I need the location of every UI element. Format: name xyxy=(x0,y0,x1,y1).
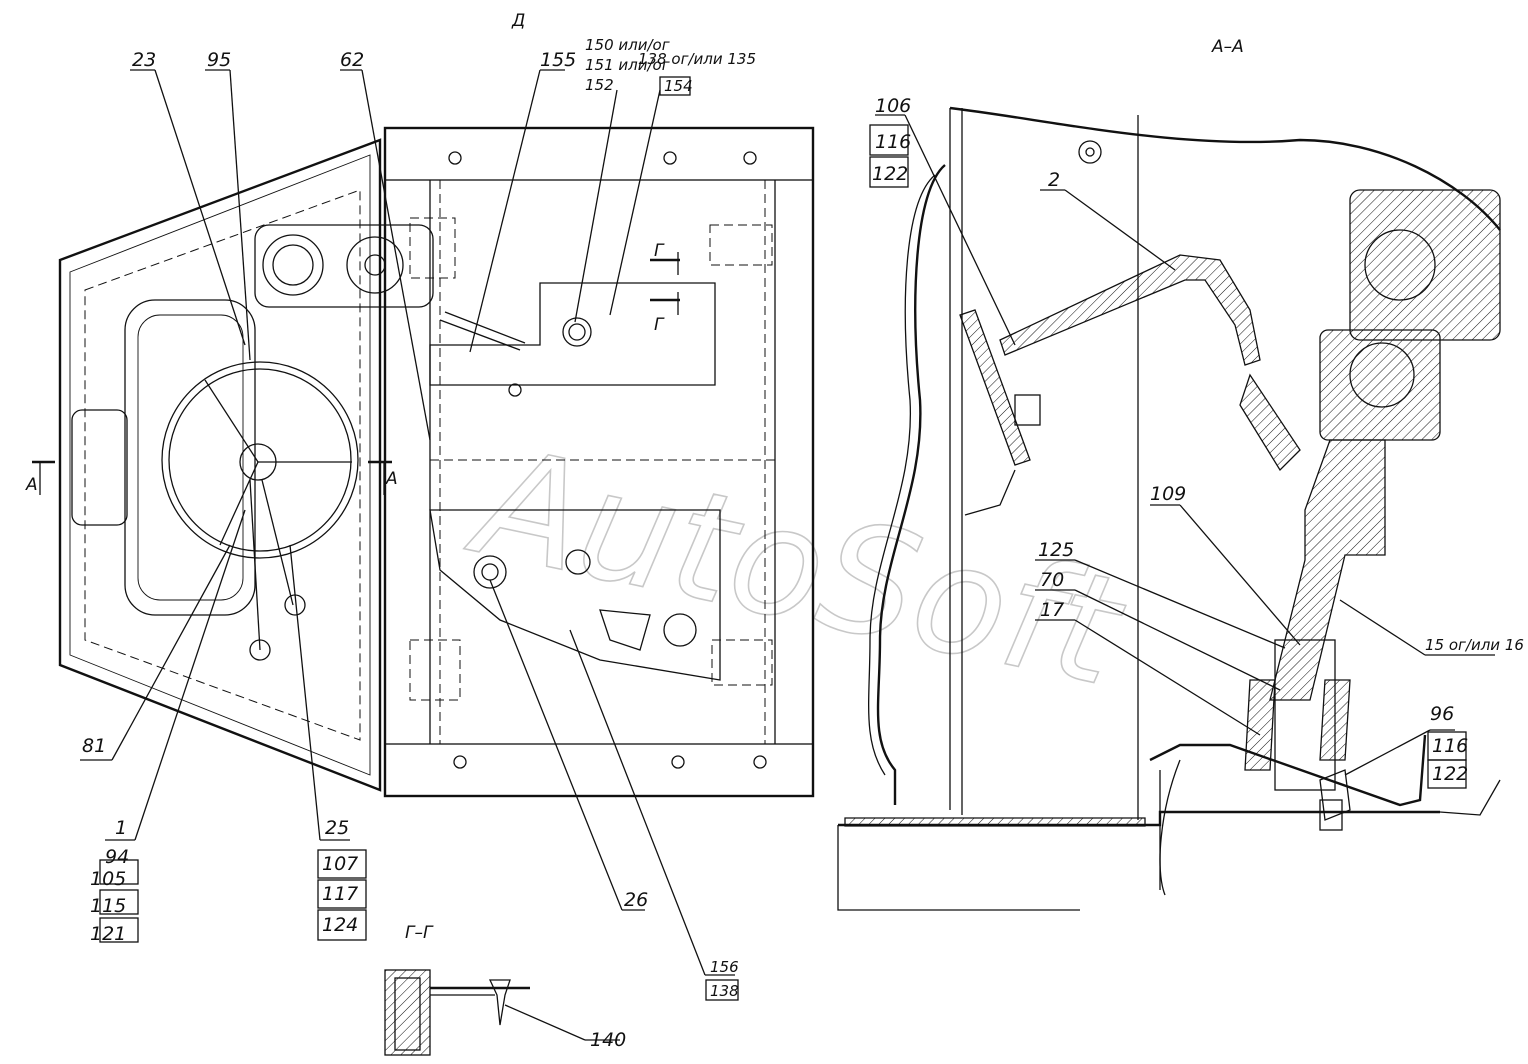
callout-105: 105 xyxy=(90,868,126,890)
steering-column xyxy=(1269,439,1386,701)
callout-96: 96 xyxy=(1430,703,1454,725)
section-gg-label: Г–Г xyxy=(405,923,434,943)
section-marker-g-top: Г xyxy=(654,241,665,261)
instrument-pod xyxy=(254,224,434,308)
mounting-holes xyxy=(448,151,767,769)
control-panel xyxy=(124,299,256,616)
callout-156: 156 xyxy=(710,958,739,976)
section-marker-a-left: А xyxy=(25,475,38,495)
callout-15: 15 ог/или 16 xyxy=(1425,636,1524,654)
callout-125: 125 xyxy=(1038,539,1074,561)
callout-116-top: 116 xyxy=(875,131,911,153)
callout-138: 138 xyxy=(710,982,739,1000)
section-aa-label: А–А xyxy=(1211,37,1244,57)
callout-23: 23 xyxy=(132,49,156,71)
callout-1: 1 xyxy=(115,817,127,839)
callout-116-bottom: 116 xyxy=(1432,735,1468,757)
callout-151: 151 или/ог xyxy=(585,56,670,74)
callout-138-top: 138 ог/или 135 xyxy=(638,50,756,68)
steering-wheel xyxy=(161,361,359,661)
callout-140: 140 xyxy=(590,1029,626,1051)
section-marker-g-bottom: Г xyxy=(654,315,665,335)
callout-26: 26 xyxy=(624,889,648,911)
callout-150: 150 или/ог xyxy=(585,36,670,54)
callout-25: 25 xyxy=(325,817,349,839)
callout-95: 95 xyxy=(207,49,231,71)
callout-121: 121 xyxy=(90,923,126,945)
callout-122-top: 122 xyxy=(872,163,908,185)
callout-94: 94 xyxy=(105,846,129,868)
section-gg-view xyxy=(384,969,586,1056)
callout-152: 152 xyxy=(585,76,614,94)
lower-pedal-bracket xyxy=(429,509,721,681)
leader-lines xyxy=(80,69,1495,1041)
callout-115: 115 xyxy=(90,895,126,917)
upper-bearing-housing xyxy=(1349,189,1501,341)
callout-2: 2 xyxy=(1048,169,1060,191)
callout-17: 17 xyxy=(1040,599,1064,621)
callout-107: 107 xyxy=(322,853,358,875)
side-panel xyxy=(876,164,946,805)
upper-pedal-bracket xyxy=(429,282,716,386)
section-marker-a-right: А xyxy=(385,469,398,489)
callout-122-bottom: 122 xyxy=(1432,763,1468,785)
callout-154: 154 xyxy=(664,77,693,95)
section-aa-view xyxy=(837,106,1501,911)
callout-117: 117 xyxy=(322,883,358,905)
callout-124: 124 xyxy=(322,914,358,936)
plan-view-label: Д xyxy=(511,11,525,31)
callout-70: 70 xyxy=(1040,569,1064,591)
callout-81: 81 xyxy=(82,735,106,757)
callout-62: 62 xyxy=(340,49,364,71)
callout-frames xyxy=(99,76,1467,1001)
plan-view: А А Г Г xyxy=(25,126,815,798)
callout-155: 155 xyxy=(540,49,576,71)
pedal-arm xyxy=(999,254,1261,366)
callout-106: 106 xyxy=(875,95,911,117)
floor-panel-outline xyxy=(58,138,382,792)
callout-109: 109 xyxy=(1150,483,1186,505)
